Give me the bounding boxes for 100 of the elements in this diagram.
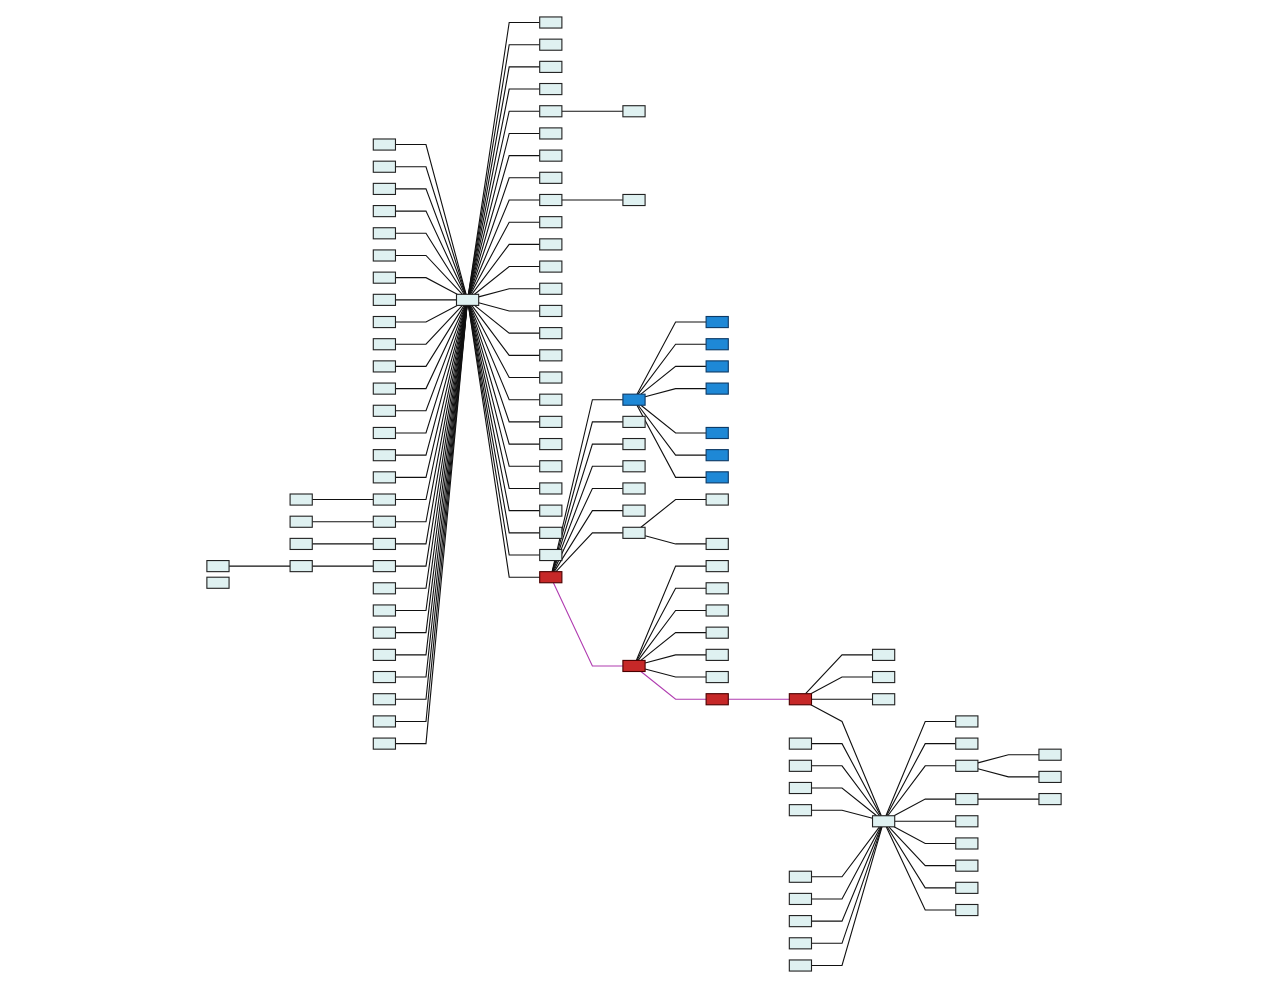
network-node — [539, 415, 563, 428]
network-node — [206, 576, 230, 589]
network-node — [372, 360, 397, 373]
connector-line — [810, 826, 882, 922]
network-node — [372, 715, 397, 728]
network-node — [372, 582, 397, 595]
network-node — [705, 471, 729, 484]
connector-line — [469, 304, 541, 401]
network-node — [788, 937, 813, 950]
connector-line — [887, 765, 957, 817]
connector-line — [644, 535, 707, 545]
connector-line — [810, 826, 883, 967]
network-node — [622, 659, 646, 673]
network-node — [539, 38, 563, 51]
network-node — [705, 382, 729, 395]
network-node — [788, 693, 813, 706]
network-node — [871, 648, 896, 661]
network-node — [539, 548, 563, 562]
network-node — [372, 160, 397, 173]
connector-line — [552, 465, 624, 573]
network-node — [372, 404, 397, 417]
network-node — [705, 315, 729, 329]
network-node — [788, 759, 813, 772]
network-node — [372, 271, 397, 284]
network-node — [372, 670, 397, 684]
network-node — [372, 560, 397, 573]
network-node — [622, 482, 646, 495]
connector-line — [810, 743, 882, 817]
network-node — [955, 815, 979, 828]
network-node — [1038, 748, 1062, 761]
network-node — [705, 626, 729, 639]
network-node — [1038, 770, 1062, 783]
network-node — [372, 338, 397, 351]
network-node — [622, 105, 646, 118]
connector-line — [977, 754, 1040, 764]
network-node — [539, 193, 563, 207]
connector-line — [644, 388, 707, 398]
connector-line — [635, 565, 707, 661]
connector-line — [394, 304, 466, 390]
network-node — [788, 892, 813, 906]
network-node — [705, 493, 729, 506]
network-node — [955, 759, 979, 772]
network-node — [622, 193, 646, 207]
connector-line — [468, 304, 541, 423]
connector-line — [810, 704, 882, 817]
network-node — [289, 537, 313, 551]
network-node — [539, 105, 563, 118]
network-node — [539, 216, 563, 229]
network-node — [705, 426, 729, 440]
network-node — [622, 504, 646, 517]
network-node — [372, 315, 397, 329]
network-node — [455, 293, 480, 306]
network-node — [955, 737, 979, 750]
connector-line — [977, 768, 1040, 778]
connector-line — [888, 826, 957, 867]
connector-line — [471, 304, 541, 356]
connector-line — [637, 343, 707, 395]
connector-line — [810, 826, 883, 944]
network-node — [539, 238, 563, 251]
network-node — [871, 815, 896, 828]
connector-line — [311, 521, 374, 523]
network-node — [955, 859, 979, 872]
network-node — [788, 959, 813, 972]
network-node — [788, 915, 813, 928]
network-node — [539, 127, 563, 140]
connector-line — [394, 143, 467, 295]
network-node — [372, 227, 397, 240]
connector-line — [640, 404, 707, 434]
connector-line — [394, 277, 458, 295]
network-node — [622, 393, 646, 406]
network-node — [372, 537, 397, 551]
connector-line — [893, 798, 957, 817]
connector-line — [473, 266, 541, 295]
network-node — [622, 437, 646, 451]
network-node — [539, 60, 563, 73]
network-node — [788, 870, 813, 883]
network-node — [705, 582, 729, 595]
connector-line — [471, 243, 541, 295]
network-node — [955, 793, 979, 806]
connector-line — [977, 798, 1040, 800]
connector-line — [885, 720, 957, 817]
network-node — [705, 338, 729, 351]
network-node — [372, 449, 397, 462]
connector-line — [394, 304, 467, 412]
network-node — [372, 182, 397, 195]
network-node — [539, 304, 563, 318]
connector-line — [553, 510, 624, 573]
connector-line — [810, 698, 874, 700]
connector-line — [636, 321, 707, 395]
connector-line — [470, 304, 541, 379]
connector-line — [468, 177, 541, 295]
network-node — [372, 138, 397, 151]
network-node — [955, 837, 979, 850]
network-node — [705, 670, 729, 684]
connector-line — [469, 199, 541, 295]
connector-line — [636, 587, 707, 661]
network-node — [539, 393, 563, 406]
connector-line — [394, 254, 463, 295]
network-node — [955, 881, 979, 894]
network-node — [372, 205, 397, 218]
